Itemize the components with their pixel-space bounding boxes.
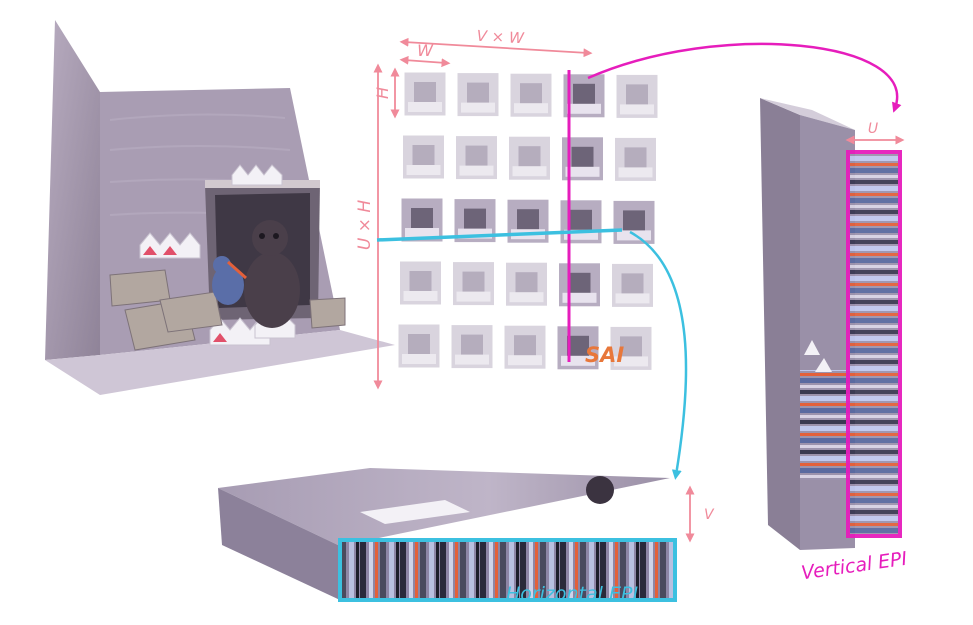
sai-view bbox=[556, 325, 600, 371]
vertical-epi-frame bbox=[846, 150, 902, 538]
sai-view bbox=[614, 136, 657, 182]
label-u: U bbox=[868, 121, 878, 137]
horizontal-epi-block bbox=[218, 468, 695, 602]
grid-dimensions bbox=[373, 37, 593, 390]
sai-view bbox=[450, 324, 494, 370]
vw-arrow bbox=[399, 37, 593, 58]
sai-view bbox=[402, 134, 445, 180]
vertical-epi-block bbox=[760, 98, 905, 550]
label-sai: SAI bbox=[585, 343, 624, 367]
bird-figure bbox=[212, 256, 247, 305]
teddy-bear bbox=[244, 220, 300, 328]
sai-view bbox=[506, 198, 550, 244]
sai-view bbox=[558, 262, 601, 308]
horizontal-epi-arrow bbox=[629, 230, 688, 480]
w-arrow bbox=[399, 55, 451, 68]
sai-view bbox=[399, 260, 442, 306]
scene-illustration bbox=[45, 20, 395, 395]
sai-view bbox=[508, 135, 551, 181]
sai-view bbox=[505, 261, 548, 307]
label-v-times-w: V × W bbox=[476, 27, 525, 48]
sai-grid bbox=[397, 71, 659, 371]
sai-view bbox=[503, 324, 547, 370]
sai-view bbox=[559, 199, 603, 245]
sai-view bbox=[615, 73, 659, 119]
sai-view bbox=[456, 72, 500, 118]
sai-view bbox=[397, 323, 441, 369]
sai-view bbox=[609, 325, 653, 371]
sai-view bbox=[455, 135, 498, 181]
label-vertical-epi: Vertical EPI bbox=[800, 548, 909, 585]
label-horizontal-epi: Horizontal EPI bbox=[506, 583, 639, 605]
sai-view bbox=[509, 72, 553, 118]
label-v: V bbox=[704, 507, 715, 523]
vertical-epi-arrow bbox=[587, 42, 902, 113]
horizontal-epi-frame bbox=[338, 538, 677, 602]
label-h: H bbox=[373, 87, 392, 99]
label-u-times-h: U × H bbox=[355, 200, 375, 250]
sai-view bbox=[403, 71, 447, 117]
horizontal-cut-line bbox=[376, 228, 623, 242]
sai-view bbox=[452, 261, 495, 307]
sai-view bbox=[400, 197, 444, 243]
sai-view bbox=[611, 262, 654, 308]
sai-view bbox=[612, 199, 656, 245]
label-w: W bbox=[417, 41, 434, 60]
